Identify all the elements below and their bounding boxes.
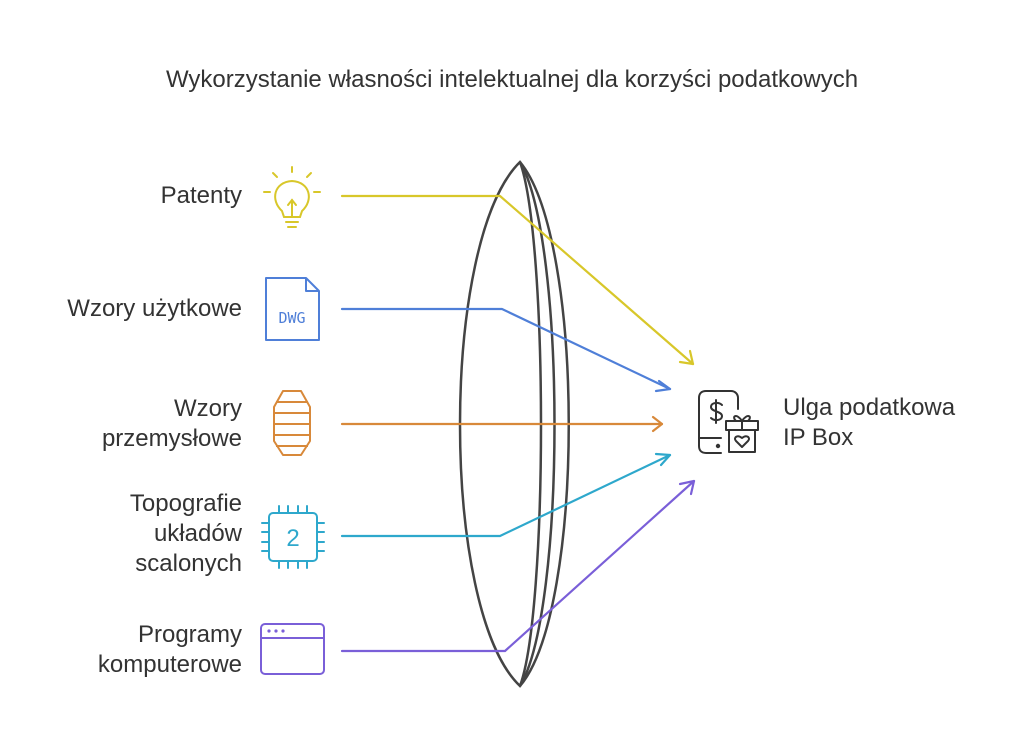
source-label-patents: Patenty <box>161 181 242 211</box>
connector-industrial-designs <box>340 415 664 433</box>
source-label-ic-topographies: Topografie układów scalonych <box>130 489 242 579</box>
lightbulb-icon <box>263 166 321 228</box>
industrial-design-icon <box>273 390 311 456</box>
target-label: Ulga podatkowa IP Box <box>783 393 955 453</box>
dwg-file-icon-text: DWG <box>278 309 305 327</box>
chip-icon-text: 2 <box>286 525 299 552</box>
source-label-line: scalonych <box>135 550 242 577</box>
source-label-utility-models: Wzory użytkowe <box>67 294 242 324</box>
source-label-line: układów <box>153 520 242 547</box>
target-label-line: IP Box <box>783 424 854 451</box>
connector-utility-models <box>340 307 672 393</box>
diagram-title: Wykorzystanie własności intelektualnej d… <box>165 66 859 93</box>
browser-window-icon <box>260 623 325 675</box>
source-label-line: przemysłowe <box>101 425 242 452</box>
source-label-line: Topografie <box>129 490 242 517</box>
source-label-line: Wzory użytkowe <box>67 295 242 322</box>
dwg-file-icon: DWG <box>265 277 320 341</box>
source-label-industrial-designs: Wzory przemysłowe <box>102 394 242 454</box>
source-label-line: Patenty <box>160 182 242 209</box>
source-label-line: Wzory <box>174 395 242 422</box>
target-label-line: Ulga podatkowa <box>783 394 956 421</box>
connector-ic-topographies <box>340 452 672 538</box>
source-label-line: Programy <box>137 621 242 648</box>
source-label-computer-programs: Programy komputerowe <box>98 620 242 680</box>
source-label-line: komputerowe <box>97 651 242 678</box>
connector-patents <box>340 194 695 366</box>
phone-dollar-gift-icon <box>698 390 759 454</box>
chip-icon: 2 <box>261 505 325 569</box>
connector-computer-programs <box>340 479 696 653</box>
